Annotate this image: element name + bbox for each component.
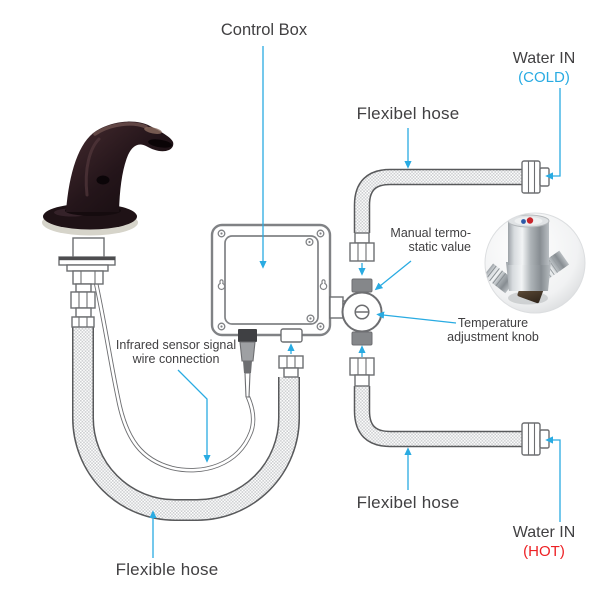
infrared-sensor-wire — [93, 282, 256, 473]
water-in-hot-line1: Water IN — [512, 524, 576, 541]
water-in-cold-leader — [545, 88, 561, 180]
manual-valve-leader — [374, 260, 412, 291]
temperature-knob-line2: adjustment knob — [447, 329, 539, 344]
control-box-label: Control Box — [199, 21, 329, 40]
mounting-keyholes — [217, 279, 328, 291]
thermostatic-mixing-valve — [341, 232, 383, 387]
water-in-hot-label: Water IN (HOT) — [488, 523, 600, 561]
water-in-cold-label: Water IN (COLD) — [488, 49, 600, 87]
infrared-wire-line1: Infrared sensor signal — [115, 338, 237, 352]
flexibel-hose-bottom-text: Flexibel hose — [356, 493, 460, 512]
hose-port — [280, 328, 303, 343]
flexibel-hose-bottom-label: Flexibel hose — [348, 493, 468, 513]
hot-inlet-fitting — [521, 422, 550, 456]
flexible-hose-label: Flexible hose — [107, 560, 227, 580]
flexible-hose-text: Flexible hose — [115, 560, 219, 579]
faucet-mounting-hardware — [58, 237, 116, 328]
flexibel-hose-top-text: Flexibel hose — [356, 104, 460, 123]
cold-inlet-fitting — [521, 160, 550, 194]
infrared-wire-leader — [177, 369, 211, 463]
temperature-knob-label: Temperature adjustment knob — [432, 316, 554, 344]
automatic-sensor-faucet — [42, 121, 174, 236]
corner-screws — [217, 229, 325, 331]
valve-outlet-port — [329, 296, 344, 319]
valve-knob-photo — [508, 221, 549, 265]
hot-indicator-dot — [526, 217, 534, 224]
sensor-cable-port — [238, 329, 257, 342]
water-in-cold-line1: Water IN — [512, 50, 576, 67]
water-in-hot-leader — [545, 436, 561, 522]
cold-indicator-dot — [521, 219, 526, 224]
infrared-wire-line2: wire connection — [132, 351, 220, 366]
infrared-wire-label: Infrared sensor signal wire connection — [103, 338, 249, 366]
cold-supply-hose — [353, 168, 523, 233]
hot-supply-hose — [353, 386, 523, 448]
manual-valve-line2: static value — [408, 239, 471, 254]
temperature-knob-line1: Temperature — [457, 316, 529, 330]
manual-valve-line1: Manual termo- — [390, 226, 471, 240]
control-box — [210, 223, 353, 398]
faucet-supply-hose — [72, 327, 300, 521]
control-box-label-text: Control Box — [220, 21, 308, 39]
water-in-hot-line2: (HOT) — [523, 543, 565, 560]
sensor-cable-plug — [239, 341, 256, 398]
manual-valve-label: Manual termo- static value — [356, 226, 471, 254]
valve-photo-inset — [484, 212, 586, 314]
water-in-cold-line2: (COLD) — [518, 69, 570, 86]
flexibel-hose-top-label: Flexibel hose — [348, 104, 468, 124]
control-box-hose-fitting — [278, 355, 304, 378]
leader-lines — [149, 46, 561, 558]
temperature-knob-leader — [376, 311, 457, 324]
